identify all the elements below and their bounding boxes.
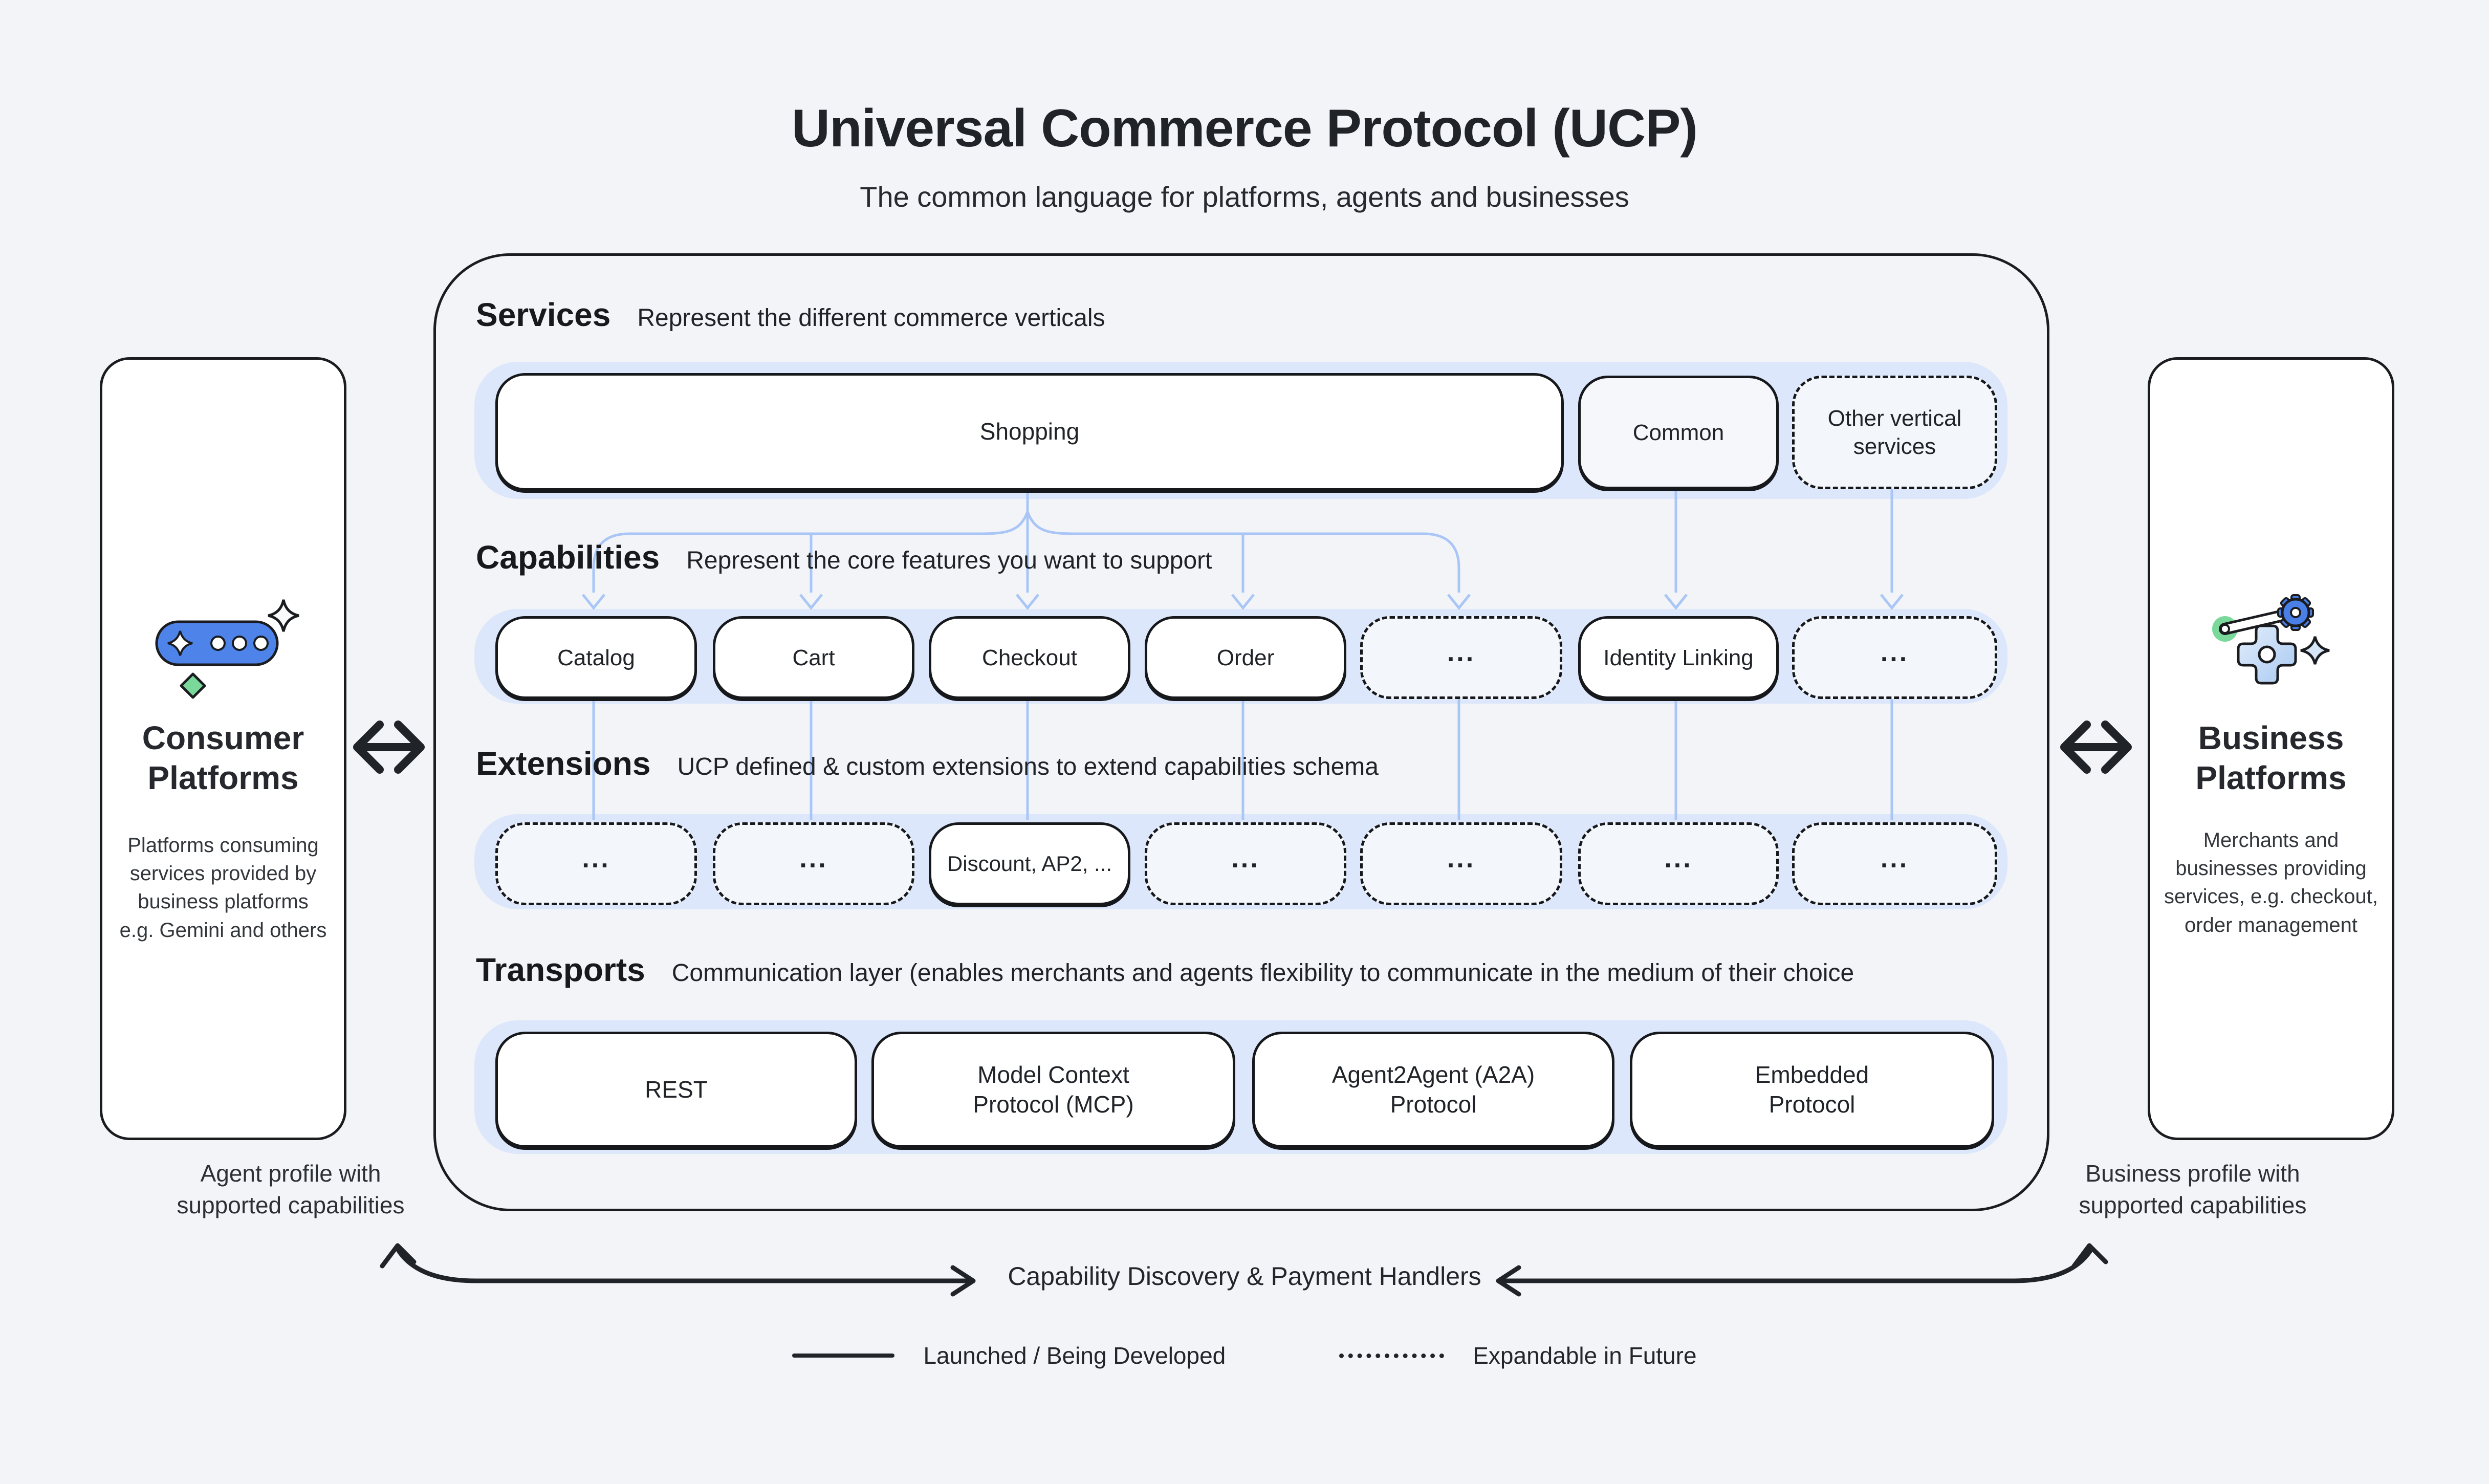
ellipsis-label: ...	[1664, 843, 1693, 874]
transport-a2a: Agent2Agent (A2A) Protocol	[1252, 1032, 1614, 1148]
capability-identity-linking: Identity Linking	[1578, 616, 1779, 699]
capabilities-heading: Capabilities Represent the core features…	[476, 538, 1212, 576]
service-shopping-label: Shopping	[979, 418, 1080, 445]
extension-ellipsis-6: ...	[1792, 822, 1997, 905]
transports-label: Transports	[476, 951, 645, 988]
extension-ellipsis-2: ...	[713, 822, 914, 905]
capability-ellipsis-2: ...	[1792, 616, 1997, 699]
extension-ellipsis-3: ...	[1145, 822, 1346, 905]
ucp-protocol-box	[433, 253, 2049, 1211]
capability-discovery-label: Capability Discovery & Payment Handlers	[1008, 1262, 1481, 1291]
arrowhead	[1016, 594, 1039, 610]
sparkle-outline-icon	[268, 599, 299, 632]
arrowhead	[582, 594, 605, 610]
green-diamond-icon	[180, 672, 206, 699]
capability-discovery-arrow-left	[380, 1243, 976, 1297]
blue-connectors	[582, 486, 1904, 820]
services-description: Represent the different commerce vertica…	[637, 304, 1105, 332]
transport-rest: REST	[495, 1032, 857, 1148]
services-heading: Services Represent the different commerc…	[476, 296, 1105, 334]
extension-ellipsis-5: ...	[1578, 822, 1779, 905]
business-link-double-arrow-icon	[2060, 721, 2132, 774]
ai-chat-pill-icon	[155, 599, 299, 699]
dot	[210, 636, 226, 651]
legend-solid-label: Launched / Being Developed	[923, 1342, 1226, 1369]
consumer-platforms-title: Consumer Platforms	[142, 719, 304, 797]
ellipsis-label: ...	[799, 843, 828, 874]
legend-dashed-line-icon	[1339, 1353, 1445, 1358]
services-label: Services	[476, 296, 611, 333]
ellipsis-label: ...	[1880, 637, 1909, 667]
arrowhead	[1664, 594, 1688, 610]
legend-dashed-label: Expandable in Future	[1473, 1342, 1697, 1369]
ellipsis-label: ...	[1880, 843, 1909, 874]
business-platforms-title: Business Platforms	[2195, 719, 2347, 797]
handle-hole	[2220, 624, 2230, 634]
arrowhead	[1231, 594, 1255, 610]
capability-order-label: Order	[1216, 645, 1275, 670]
black-arrows	[353, 721, 2132, 1297]
extension-ellipsis-4: ...	[1360, 822, 1562, 905]
gear-hole	[2290, 607, 2301, 618]
capabilities-description: Represent the core features you want to …	[686, 547, 1212, 574]
extensions-heading: Extensions UCP defined & custom extensio…	[476, 745, 1379, 782]
capabilities-label: Capabilities	[476, 539, 660, 576]
business-platforms-card: Business Platforms Merchants and busines…	[2148, 357, 2394, 1140]
arrowhead	[1880, 594, 1904, 610]
dot	[253, 636, 269, 651]
legend: Launched / Being Developed Expandable in…	[0, 1342, 2489, 1369]
business-platforms-description: Merchants and businesses providing servi…	[2164, 829, 2378, 936]
service-other-verticals-label: Other vertical services	[1827, 406, 1962, 459]
ellipsis-label: ...	[1231, 843, 1260, 874]
extensions-description: UCP defined & custom extensions to exten…	[677, 753, 1379, 780]
transport-a2a-label: Agent2Agent (A2A) Protocol	[1331, 1061, 1535, 1118]
agent-profile-caption: Agent profile with supported capabilitie…	[177, 1160, 405, 1219]
extensions-label: Extensions	[476, 745, 651, 782]
transport-embedded: Embedded Protocol	[1630, 1032, 1994, 1148]
extension-discount-ap2-label: Discount, AP2, ...	[947, 851, 1112, 876]
arrowhead	[799, 594, 823, 610]
capability-cart-label: Cart	[792, 645, 835, 670]
dot	[232, 636, 247, 651]
service-common: Common	[1578, 376, 1779, 489]
transports-description: Communication layer (enables merchants a…	[671, 959, 1854, 987]
capability-identity-linking-label: Identity Linking	[1603, 645, 1754, 670]
arrowhead	[1447, 594, 1471, 610]
capability-catalog-label: Catalog	[557, 645, 635, 670]
capability-checkout-label: Checkout	[982, 645, 1077, 670]
service-shopping: Shopping	[495, 373, 1564, 491]
ellipsis-label: ...	[582, 843, 610, 874]
transport-mcp: Model Context Protocol (MCP)	[871, 1032, 1235, 1148]
consumer-platforms-description: Platforms consuming services provided by…	[119, 834, 327, 942]
service-common-label: Common	[1632, 420, 1724, 445]
page-title: Universal Commerce Protocol (UCP)	[791, 99, 1698, 158]
ellipsis-label: ...	[1447, 637, 1476, 667]
connector-shopping-ellipsis	[1026, 511, 1460, 593]
capability-cart: Cart	[713, 616, 914, 699]
page-subtitle: The common language for platforms, agent…	[860, 181, 1629, 213]
gear-wrench-icon	[2212, 594, 2330, 685]
connector-shopping-catalog	[592, 511, 1029, 593]
sparkle-icon	[167, 630, 193, 656]
capability-order: Order	[1145, 616, 1346, 699]
cog-hole	[2258, 645, 2276, 664]
consumer-platforms-card: Consumer Platforms Platforms consuming s…	[100, 357, 346, 1140]
extension-discount-ap2: Discount, AP2, ...	[929, 822, 1130, 905]
sparkle-blue-icon	[2300, 636, 2330, 665]
ellipsis-label: ...	[1447, 843, 1476, 874]
transports-heading: Transports Communication layer (enables …	[476, 951, 1854, 989]
capability-ellipsis: ...	[1360, 616, 1562, 699]
business-profile-caption: Business profile with supported capabili…	[2079, 1160, 2307, 1219]
consumer-link-double-arrow-icon	[353, 721, 425, 774]
legend-solid-line-icon	[792, 1354, 895, 1358]
transport-embedded-label: Embedded Protocol	[1755, 1061, 1869, 1118]
capability-catalog: Catalog	[495, 616, 697, 699]
service-other-verticals: Other vertical services	[1792, 376, 1997, 489]
capability-discovery-arrow-right	[1496, 1243, 2108, 1297]
transport-rest-label: REST	[645, 1076, 708, 1103]
extension-ellipsis-1: ...	[495, 822, 697, 905]
transport-mcp-label: Model Context Protocol (MCP)	[973, 1061, 1134, 1118]
capability-checkout: Checkout	[929, 616, 1130, 699]
